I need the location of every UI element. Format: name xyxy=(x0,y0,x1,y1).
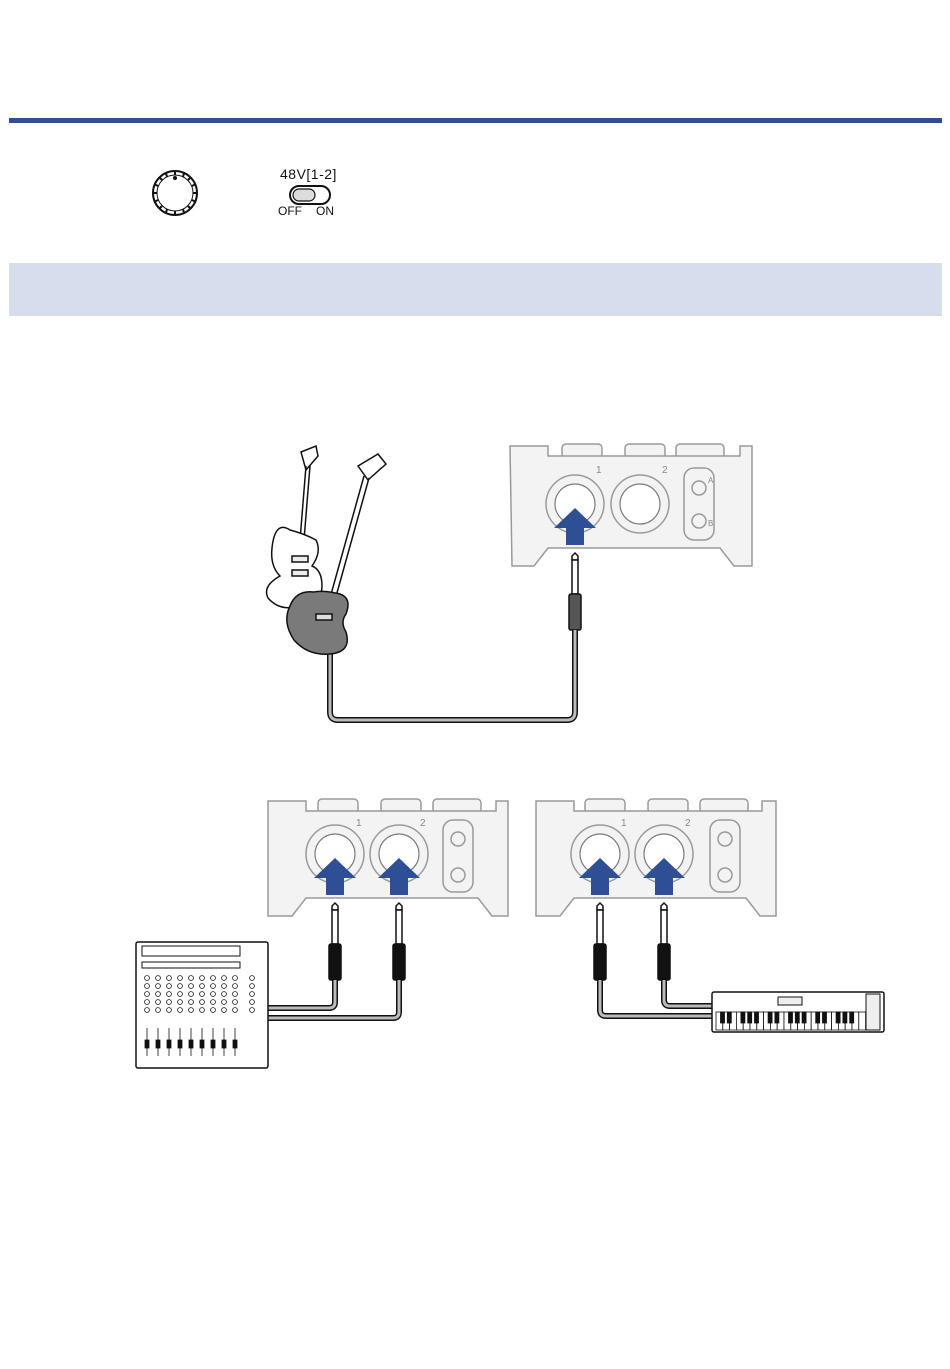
switch-on-label: ON xyxy=(316,204,334,218)
phone-plug-icon xyxy=(569,553,581,630)
top-rule xyxy=(9,118,942,123)
section-header-band xyxy=(9,263,942,316)
switch-off-label: OFF xyxy=(278,204,302,218)
input-1-label: 1 xyxy=(596,465,602,476)
output-a-label: A xyxy=(708,476,714,485)
line-connection-diagram: 1 2 1 2 xyxy=(130,795,890,1075)
guitar-connection-diagram: 1 2 A B xyxy=(250,440,760,730)
svg-text:1: 1 xyxy=(356,818,362,829)
input-2-label: 2 xyxy=(662,465,668,476)
guitar-icon xyxy=(267,446,323,608)
toggle-switch-icon[interactable] xyxy=(288,184,332,206)
svg-text:2: 2 xyxy=(420,818,426,829)
svg-text:1: 1 xyxy=(621,818,627,829)
phantom-power-title: 48V[1-2] xyxy=(280,166,337,182)
svg-text:2: 2 xyxy=(685,818,691,829)
output-b-label: B xyxy=(708,519,713,528)
gain-knob-icon xyxy=(148,168,202,218)
